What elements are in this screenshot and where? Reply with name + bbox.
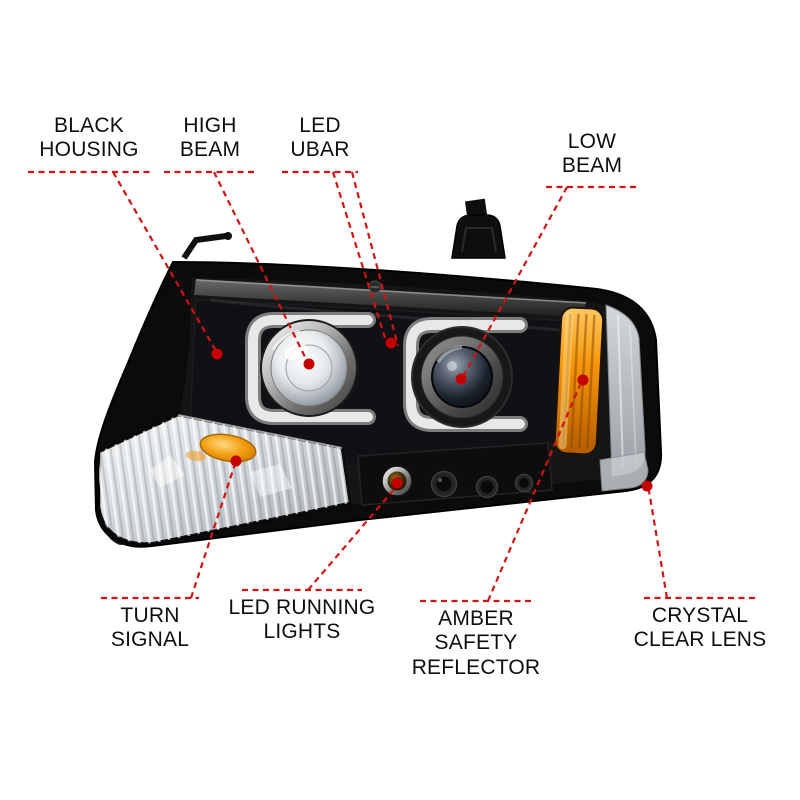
callout-text: LED RUNNING (228, 596, 376, 619)
callout-text: LIGHTS (263, 620, 341, 644)
turn-signal-lens (97, 413, 352, 545)
callout-dot-high-beam (303, 358, 315, 370)
callout-label-high-beam: HIGH BEAM (180, 114, 240, 163)
leader-clear-lens (647, 490, 669, 599)
callout-text: SIGNAL (110, 628, 190, 652)
callout-text: CRYSTAL (651, 604, 749, 627)
callout-dots (211, 337, 653, 492)
callout-text: LOW (567, 130, 617, 153)
leader-running-lights (307, 486, 397, 591)
callout-text: HIGH (183, 114, 237, 137)
callout-dot-black-housing (211, 348, 223, 360)
callout-label-crystal-clear-lens: CRYSTAL CLEAR LENS (634, 604, 767, 653)
callout-dot-turn-signal (230, 455, 242, 467)
callout-text: AMBER (438, 607, 514, 630)
led-ubar-right (403, 317, 528, 432)
callout-text: TURN (120, 604, 180, 627)
callout-dot-led-ubar (385, 337, 397, 349)
leader-high-beam (213, 171, 308, 362)
leader-led-ubar-b (350, 171, 400, 347)
callout-label-turn-signal: TURN SIGNAL (111, 604, 189, 653)
crystal-clear-lens-section (599, 304, 649, 492)
leader-led-ubar-a (331, 171, 387, 339)
callout-label-led-ubar: LED UBAR (290, 114, 349, 163)
callout-text: BLACK (54, 114, 124, 137)
callout-text: BEAM (561, 154, 623, 178)
callout-leader-lines (28, 170, 757, 603)
callout-dot-low-beam (455, 373, 467, 385)
callout-text: UBAR (290, 138, 350, 162)
callout-label-led-running-lights: LED RUNNING LIGHTS (229, 596, 376, 645)
callout-text: HOUSING (39, 138, 139, 162)
callout-dot-clear-lens (641, 480, 653, 492)
leader-amber-reflector (486, 384, 582, 602)
callout-text: SAFETY (434, 631, 518, 655)
leader-turn-signal (189, 463, 237, 599)
led-running-lights-part (357, 442, 553, 506)
callout-label-amber-safety-reflector: AMBER SAFETY REFLECTOR (412, 607, 541, 680)
callout-dot-running-lights (391, 477, 403, 489)
callout-text: LED (299, 114, 341, 137)
callout-label-low-beam: LOW BEAM (562, 130, 622, 179)
led-ubar-left (245, 312, 376, 425)
callout-text: REFLECTOR (411, 655, 541, 679)
callout-text: BEAM (179, 138, 241, 162)
leader-low-beam (463, 186, 568, 376)
callout-dot-amber-reflector (577, 374, 589, 386)
callout-text: CLEAR LENS (633, 628, 767, 652)
leader-black-housing (112, 171, 217, 352)
callout-label-black-housing: BLACK HOUSING (39, 114, 138, 163)
